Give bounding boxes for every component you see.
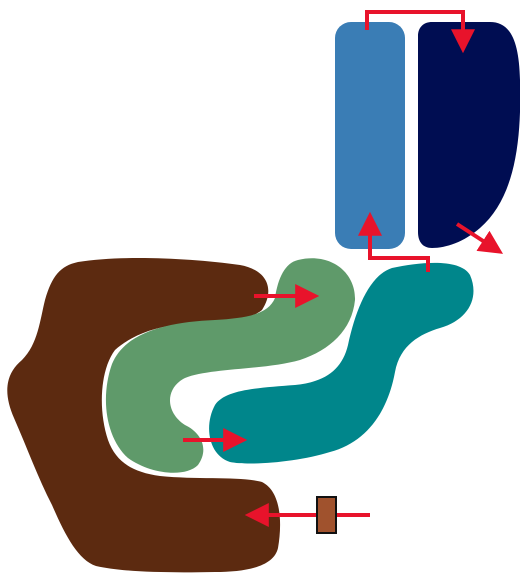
light-blue-column [335, 22, 405, 249]
valve-box [317, 497, 336, 533]
navy-d-column [418, 22, 520, 248]
